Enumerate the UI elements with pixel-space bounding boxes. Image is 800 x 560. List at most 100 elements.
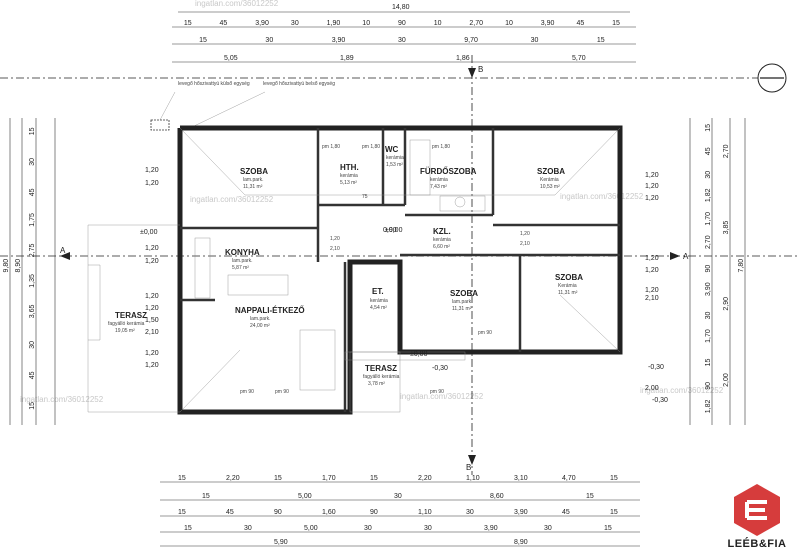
svg-text:2,10: 2,10 <box>520 241 530 247</box>
dim-left-opening-5: 1,20 <box>145 305 159 312</box>
level-outside-right: -0,30 <box>648 364 664 371</box>
room-furdoszoba: FÜRDŐSZOBA kerámia 7,43 m² <box>420 167 477 190</box>
svg-text:NAPPALI-ÉTKEZŐ: NAPPALI-ÉTKEZŐ <box>235 306 305 315</box>
dim-top-row4-3: 5,70 <box>572 55 586 62</box>
svg-text:kerámia: kerámia <box>340 173 358 179</box>
svg-text:6,60 m²: 6,60 m² <box>433 244 450 250</box>
svg-text:lam.park.: lam.park. <box>452 299 473 305</box>
room-terasz-1: TERASZ fagyálló kerámia 19,05 m² <box>108 311 147 334</box>
dim-right-inner-2: 30 <box>705 171 712 179</box>
svg-text:fagyálló kerámia: fagyálló kerámia <box>108 321 145 327</box>
svg-text:lam.park.: lam.park. <box>250 316 271 322</box>
svg-text:1,20: 1,20 <box>520 231 530 237</box>
svg-text:11,31 m²: 11,31 m² <box>558 290 578 296</box>
dim-bottom-row1-1: 2,20 <box>226 475 240 482</box>
svg-text:KONYHA: KONYHA <box>225 248 260 257</box>
dim-right-opening-1: 1,20 <box>645 183 659 190</box>
dim-bottom-row4-7: 15 <box>604 525 612 532</box>
dim-top-row4-2: 1,86 <box>456 55 470 62</box>
dim-top-row2-2: 3,90 <box>255 20 269 27</box>
dim-bottom-row4-4: 30 <box>424 525 432 532</box>
dim-top-row3-0: 15 <box>199 37 207 44</box>
dim-left-outer-0: 9,80 <box>3 259 10 273</box>
dim-right-inner-8: 30 <box>705 312 712 320</box>
dim-bottom-row1-9: 15 <box>610 475 618 482</box>
dim-bottom-row4-6: 30 <box>544 525 552 532</box>
room-szoba-1: SZOBA lam.park. 11,31 m² <box>240 167 268 190</box>
svg-text:ET.: ET. <box>372 287 384 296</box>
dim-top-row3-2: 3,90 <box>332 37 346 44</box>
room-hth: HTH. kerámia 5,13 m² <box>340 163 359 186</box>
svg-text:TERASZ: TERASZ <box>365 364 397 373</box>
watermark-bottom-right: ingatlan.com/36012252 <box>640 386 724 395</box>
dim-right-mid-2: 2,90 <box>723 297 730 311</box>
dim-right-inner-11: 90 <box>705 382 712 390</box>
dim-top-row2-12: 15 <box>612 20 620 27</box>
dim-top-row2-11: 45 <box>576 20 584 27</box>
svg-text:pm 90: pm 90 <box>275 389 289 395</box>
watermark-bottom-left: ingatlan.com/36012252 <box>20 395 104 404</box>
dim-left-opening-6: 1,50 <box>145 317 159 324</box>
heat-pump-notes: levegő hőszivattyú külső egység levegő h… <box>150 81 335 131</box>
dim-top-row2-8: 2,70 <box>469 20 483 27</box>
dim-bottom-row3-5: 1,10 <box>418 509 432 516</box>
dim-top-row3-3: 30 <box>398 37 406 44</box>
svg-text:Kerámia: Kerámia <box>558 283 577 289</box>
dim-right-opening-3: 1,20 <box>645 255 659 262</box>
dim-bottom-row3-8: 45 <box>562 509 570 516</box>
svg-text:11,31 m²: 11,31 m² <box>452 306 472 312</box>
dim-top-row2-4: 1,90 <box>327 20 341 27</box>
dim-right-opening-6: 2,10 <box>645 295 659 302</box>
dim-left-opening-8: 1,20 <box>145 350 159 357</box>
room-szoba-3: SZOBA Kerámia 11,31 m² <box>555 273 583 296</box>
dim-bottom-row5-0: 5,90 <box>274 539 288 546</box>
dim-top-row2-1: 45 <box>220 20 228 27</box>
dim-bottom-row1-2: 15 <box>274 475 282 482</box>
level-entrance-terrace: -0,30 <box>432 365 448 372</box>
dim-bottom-row2-4: 15 <box>586 493 594 500</box>
dim-left-inner-4: 2,75 <box>29 244 36 258</box>
dim-top-row4-1: 1,89 <box>340 55 354 62</box>
room-szoba-4: SZOBA lam.park. 11,31 m² <box>450 289 478 312</box>
dim-right-opening-2: 1,20 <box>645 195 659 202</box>
svg-text:2,10: 2,10 <box>330 246 340 252</box>
level-outside-right-2: -0,30 <box>652 397 668 404</box>
dim-total-top: 14,80 <box>392 4 410 11</box>
dim-top-row2-9: 10 <box>505 20 513 27</box>
dim-right-mid-1: 3,85 <box>723 221 730 235</box>
axis-b-top-label: B <box>478 65 483 74</box>
svg-text:4,54 m²: 4,54 m² <box>370 305 387 311</box>
dim-right-inner-4: 1,70 <box>705 212 712 226</box>
dim-bottom-row5-1: 8,90 <box>514 539 528 546</box>
dim-bottom-row3-4: 90 <box>370 509 378 516</box>
dim-left-mid-0: 8,90 <box>15 259 22 273</box>
svg-text:SZOBA: SZOBA <box>240 167 268 176</box>
room-terasz-2: TERASZ fagyálló kerámia 3,78 m² <box>363 364 400 387</box>
svg-text:5,87 m²: 5,87 m² <box>232 265 249 271</box>
dim-bottom-row3-2: 90 <box>274 509 282 516</box>
dim-right-opening-4: 1,20 <box>645 267 659 274</box>
dim-left-inner-5: 1,35 <box>29 274 36 288</box>
room-et: ET. kerámia 4,54 m² <box>370 287 388 311</box>
watermark-left: ingatlan.com/36012252 <box>190 195 274 204</box>
svg-text:pm 90: pm 90 <box>430 389 444 395</box>
room-nappali-etkezo: NAPPALI-ÉTKEZŐ lam.park. 24,00 m² <box>235 306 305 329</box>
dim-bottom-row1-8: 4,70 <box>562 475 576 482</box>
dim-bottom-row1-4: 15 <box>370 475 378 482</box>
svg-text:WC: WC <box>385 145 399 154</box>
level-terrace-left: ±0,00 <box>140 229 158 236</box>
dim-top-row2-5: 10 <box>362 20 370 27</box>
dim-bottom-row3-3: 1,60 <box>322 509 336 516</box>
dim-right-outer-0: 7,80 <box>738 259 745 273</box>
dim-left-inner-3: 1,75 <box>29 213 36 227</box>
svg-text:7,43 m²: 7,43 m² <box>430 184 447 190</box>
dim-left-opening-9: 1,20 <box>145 362 159 369</box>
dim-top-row2-7: 10 <box>434 20 442 27</box>
dim-right-inner-3: 1,82 <box>705 188 712 202</box>
watermark-right: ingatlan.com/36012252 <box>560 192 644 201</box>
svg-text:0,90: 0,90 <box>383 227 397 234</box>
